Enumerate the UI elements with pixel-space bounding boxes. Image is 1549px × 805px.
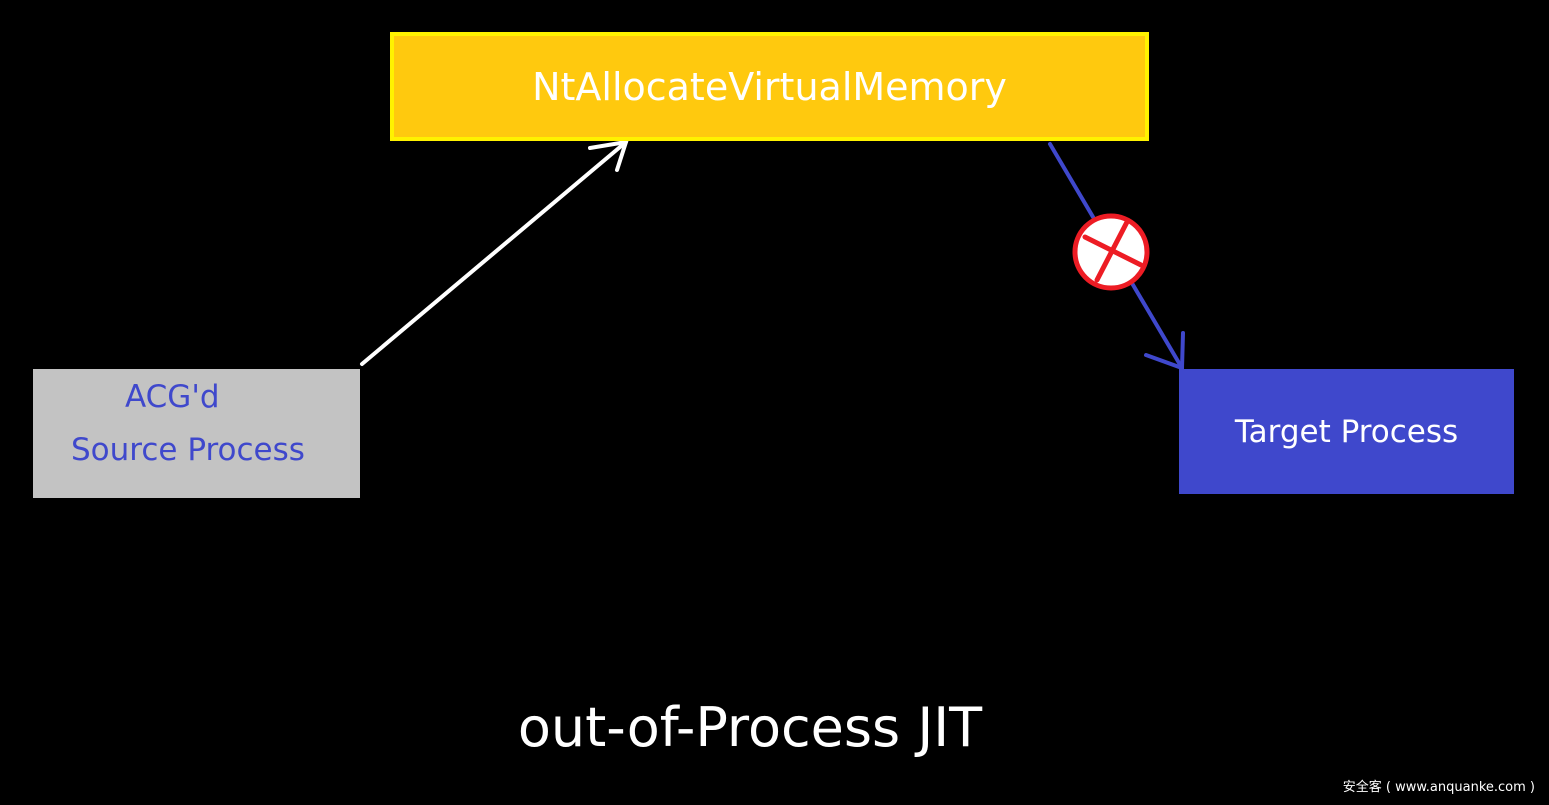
source-process-line2: Source Process — [71, 432, 305, 468]
target-process-box: Target Process — [1179, 369, 1514, 494]
target-process-label: Target Process — [1234, 413, 1459, 450]
api-call-box: NtAllocateVirtualMemory — [390, 32, 1149, 141]
api-call-label: NtAllocateVirtualMemory — [532, 64, 1007, 109]
watermark: 安全客 ( www.anquanke.com ) — [1342, 780, 1535, 795]
blocked-icon — [1072, 213, 1150, 291]
source-process-line1: ACG'd — [125, 379, 220, 415]
source-process-box: ACG'd Source Process — [33, 369, 360, 498]
allowed-arrow — [360, 139, 629, 366]
diagram-title: out-of-Process JIT — [517, 696, 983, 759]
